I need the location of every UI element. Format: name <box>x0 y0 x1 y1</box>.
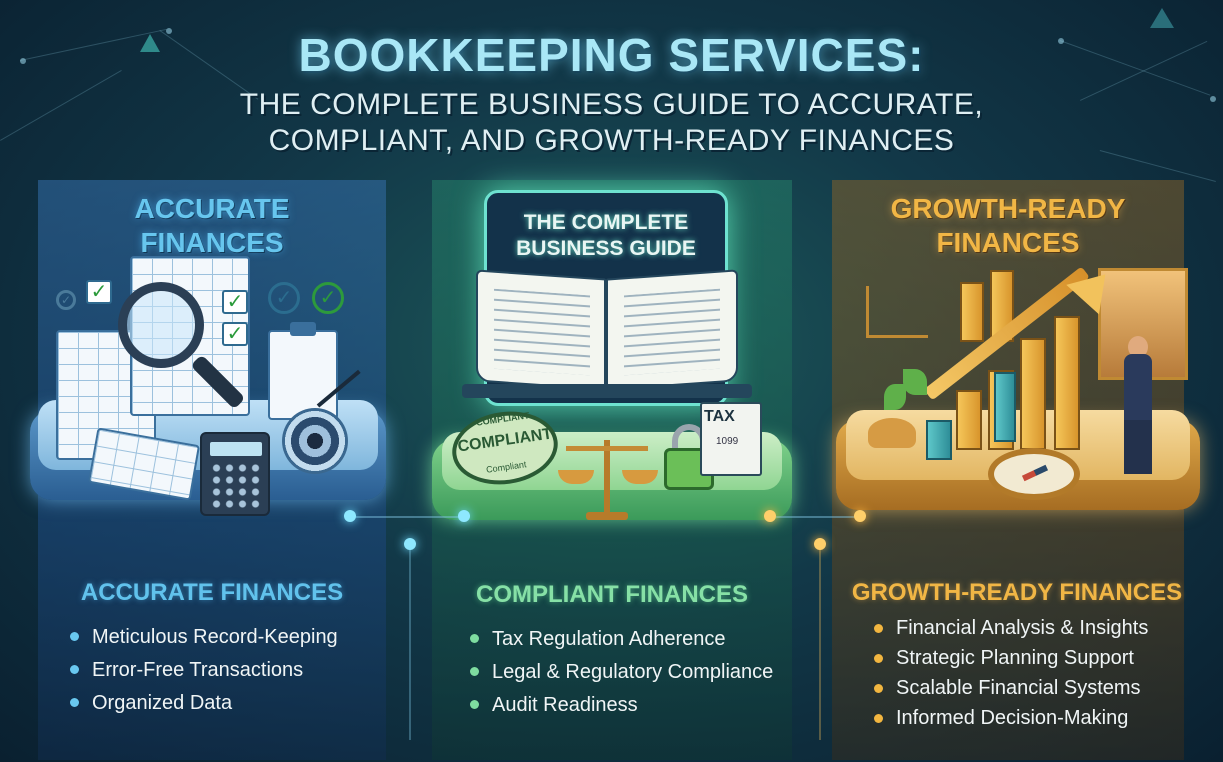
list-item-text: Meticulous Record-Keeping <box>92 626 338 648</box>
bullet-icon <box>70 665 79 674</box>
growth-heading: GROWTH-READY FINANCES <box>832 192 1184 260</box>
businessman-legs <box>1124 420 1152 474</box>
connector-node <box>814 538 826 550</box>
checkbox-icon: ✓ <box>222 322 248 346</box>
businessman-icon <box>1124 354 1152 426</box>
mountain-photo-icon <box>1098 268 1188 380</box>
growth-list: Financial Analysis & Insights Strategic … <box>872 614 1148 734</box>
page-subtitle-line2: COMPLIANT, AND GROWTH-READY FINANCES <box>268 124 955 157</box>
bar-chart-icon <box>1054 316 1080 450</box>
plant-leaf <box>884 384 906 410</box>
compliant-list: Tax Regulation Adherence Legal & Regulat… <box>468 624 773 723</box>
book-page-left <box>476 269 606 391</box>
scale-pan-right <box>622 470 658 484</box>
list-item-text: Organized Data <box>92 692 233 714</box>
tax-document-icon <box>700 402 762 476</box>
list-item-text: Tax Regulation Adherence <box>492 628 726 650</box>
book-page-right <box>606 269 738 391</box>
triangle-decoration <box>140 34 160 52</box>
list-item: Scalable Financial Systems <box>872 674 1148 704</box>
small-chart-icon <box>866 286 928 338</box>
list-item-text: Financial Analysis & Insights <box>896 617 1149 639</box>
screen-title-line2: BUSINESS GUIDE <box>516 237 696 260</box>
tax-form-number: 1099 <box>716 436 739 447</box>
connector-node <box>458 510 470 522</box>
list-item: Audit Readiness <box>468 690 773 723</box>
text-lines <box>494 288 590 376</box>
growth-heading-line1: GROWTH-READY <box>890 193 1126 224</box>
triangle-decoration <box>1150 8 1174 28</box>
bar-chart-icon <box>960 282 984 342</box>
accurate-heading-line2: FINANCES <box>140 227 284 258</box>
list-item: Legal & Regulatory Compliance <box>468 657 773 690</box>
list-item-text: Strategic Planning Support <box>896 647 1134 669</box>
page-subtitle-line1: THE COMPLETE BUSINESS GUIDE TO ACCURATE, <box>239 88 984 121</box>
check-circle-icon: ✓ <box>312 282 344 314</box>
connector-node <box>854 510 866 522</box>
tax-label: TAX <box>704 408 735 425</box>
compliant-section-title: COMPLIANT FINANCES <box>476 581 748 608</box>
target-icon <box>282 408 348 474</box>
list-item: Informed Decision-Making <box>872 704 1148 734</box>
list-item-text: Informed Decision-Making <box>896 707 1129 729</box>
bullet-icon <box>874 654 883 663</box>
calculator-screen <box>210 442 262 456</box>
clipboard-clip <box>290 322 316 336</box>
bar-chart-icon <box>926 420 952 460</box>
list-item: Strategic Planning Support <box>872 644 1148 674</box>
tablet-screen-title: THE COMPLETE BUSINESS GUIDE <box>484 210 728 262</box>
bullet-icon <box>470 700 479 709</box>
checkbox-icon: ✓ <box>222 290 248 314</box>
checkbox-icon: ✓ <box>86 280 112 304</box>
list-item-text: Scalable Financial Systems <box>896 677 1141 699</box>
scale-pan-left <box>558 470 594 484</box>
bullet-icon <box>70 698 79 707</box>
scale-post <box>604 440 610 516</box>
scale-beam <box>566 446 648 451</box>
bullet-icon <box>470 667 479 676</box>
list-item-text: Audit Readiness <box>492 694 638 716</box>
list-item: Tax Regulation Adherence <box>468 624 773 657</box>
text-lines <box>624 288 720 376</box>
bar-chart-icon <box>956 390 982 450</box>
list-item: Error-Free Transactions <box>68 655 338 688</box>
accurate-heading-line1: ACCURATE <box>134 193 290 224</box>
bullet-icon <box>470 634 479 643</box>
plant-icon <box>868 418 916 448</box>
businessman-head <box>1128 336 1148 358</box>
page-title: BOOKKEEPING SERVICES: <box>298 29 925 81</box>
bullet-icon <box>70 632 79 641</box>
screen-title-line1: THE COMPLETE <box>523 211 689 234</box>
growth-section-title: GROWTH-READY FINANCES <box>851 579 1183 606</box>
bullet-icon <box>874 684 883 693</box>
book-icon <box>462 384 752 398</box>
accurate-section-title: ACCURATE FINANCES <box>80 579 344 606</box>
calculator-icon <box>200 432 270 516</box>
plant-leaf <box>903 369 927 395</box>
check-circle-icon: ✓ <box>268 282 300 314</box>
connector-node <box>404 538 416 550</box>
list-item-text: Error-Free Transactions <box>92 659 304 681</box>
accurate-list: Meticulous Record-Keeping Error-Free Tra… <box>68 622 338 721</box>
bullet-icon <box>874 624 883 633</box>
scale-base <box>586 512 628 520</box>
compass-icon <box>988 448 1080 500</box>
list-item: Organized Data <box>68 688 338 721</box>
calculator-keys <box>210 462 262 510</box>
connector-node <box>344 510 356 522</box>
bar-chart-icon <box>1020 338 1046 450</box>
check-circle-icon: ✓ <box>56 290 76 310</box>
bullet-icon <box>874 714 883 723</box>
growth-heading-line2: FINANCES <box>936 227 1080 258</box>
connector-node <box>764 510 776 522</box>
accurate-heading: ACCURATE FINANCES <box>38 192 386 260</box>
clipboard-icon <box>268 330 338 420</box>
bar-chart-icon <box>994 372 1016 442</box>
list-item: Financial Analysis & Insights <box>872 614 1148 644</box>
list-item-text: Legal & Regulatory Compliance <box>492 661 774 683</box>
magnifier-icon <box>118 282 204 368</box>
list-item: Meticulous Record-Keeping <box>68 622 338 655</box>
